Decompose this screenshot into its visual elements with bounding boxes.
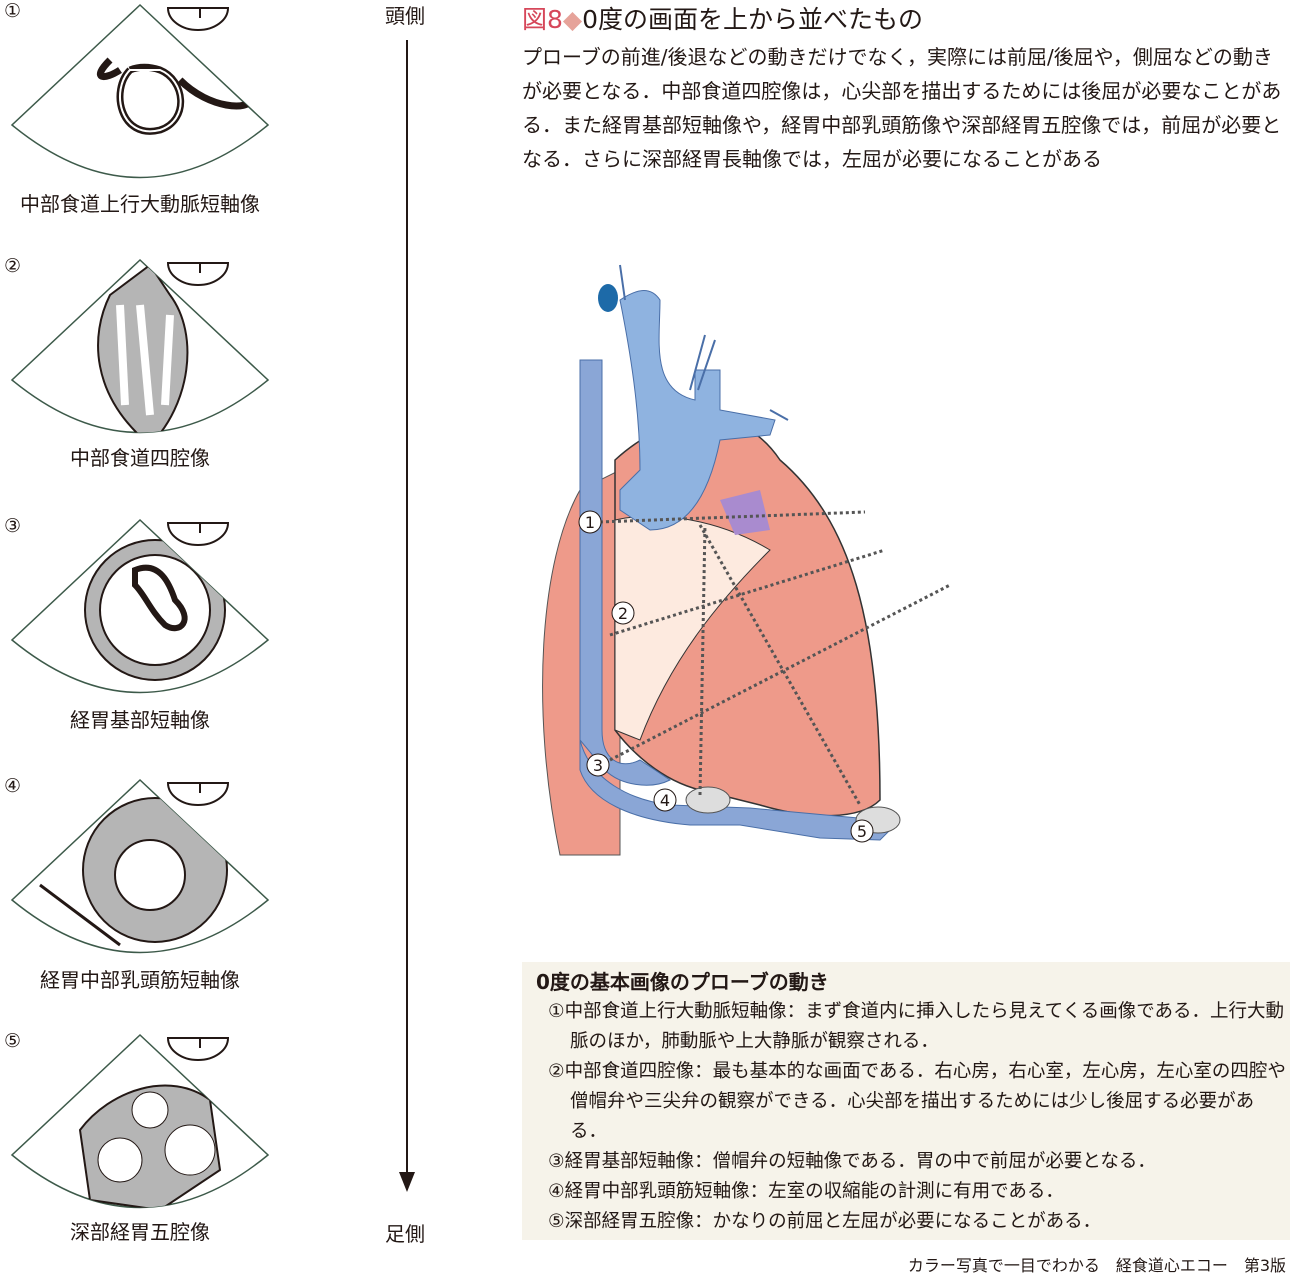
- book-credit: カラー写真で一目でわかる 経食道心エコー 第3版: [907, 1256, 1286, 1275]
- marker-3: 3: [593, 756, 603, 775]
- echo-view-1: [10, 3, 270, 179]
- cranial-label: 頭側: [385, 4, 425, 28]
- view-number: ⑤: [4, 1030, 22, 1052]
- probe-orientation-icon: [166, 1037, 230, 1061]
- probe-orientation-icon: [166, 262, 230, 286]
- view-label: 経胃中部乳頭筋短軸像: [40, 968, 240, 992]
- view-number: ④: [4, 775, 22, 797]
- figure-caption: プローブの前進/後退などの動きだけでなく，実際には前屈/後屈や，側屈などの動きが…: [522, 45, 1282, 171]
- view-label: 経胃基部短軸像: [70, 708, 210, 732]
- box-item: ②中部食道四腔像：最も基本的な画面である．右心房，右心室，左心房，左心室の四腔や…: [548, 1061, 1286, 1142]
- view-label: 中部食道四腔像: [70, 446, 210, 470]
- view-label: 中部食道上行大動脈短軸像: [20, 192, 260, 216]
- echo-view-4: [10, 778, 270, 954]
- probe-orientation-icon: [166, 7, 230, 31]
- marker-2: 2: [618, 604, 628, 623]
- caudal-label: 足側: [385, 1222, 425, 1246]
- marker-4: 4: [660, 791, 670, 810]
- marker-1: 1: [585, 513, 595, 532]
- box-item: ⑤深部経胃五腔像：かなりの前屈と左屈が必要になることがある．: [548, 1211, 1102, 1232]
- box-item: ④経胃中部乳頭筋短軸像：左室の収縮能の計測に有用である．: [548, 1181, 1064, 1202]
- echo-view-2: [10, 258, 270, 434]
- echo-view-5: [10, 1033, 270, 1209]
- echo-view-3: [10, 518, 270, 694]
- box-heading: 0度の基本画像のプローブの動き: [536, 970, 829, 994]
- probe-orientation-icon: [166, 522, 230, 546]
- probe-orientation-icon: [166, 782, 230, 806]
- box-item: ①中部食道上行大動脈短軸像：まず食道内に挿入したら見えてくる画像である．上行大動…: [548, 1001, 1285, 1052]
- view-label: 深部経胃五腔像: [70, 1220, 210, 1244]
- view-number: ①: [4, 0, 22, 22]
- direction-arrow: [399, 40, 415, 1192]
- heart-diagram: 1 2 3 4 5: [542, 264, 951, 856]
- marker-5: 5: [857, 822, 867, 841]
- view-number: ②: [4, 255, 22, 277]
- figure-title: 図8◆0度の画面を上から並べたもの: [522, 5, 924, 34]
- box-item: ③経胃基部短軸像：僧帽弁の短軸像である．胃の中で前屈が必要となる．: [548, 1151, 1156, 1172]
- view-number: ③: [4, 515, 22, 537]
- probe-movement-box: 0度の基本画像のプローブの動き ①中部食道上行大動脈短軸像：まず食道内に挿入した…: [522, 962, 1290, 1240]
